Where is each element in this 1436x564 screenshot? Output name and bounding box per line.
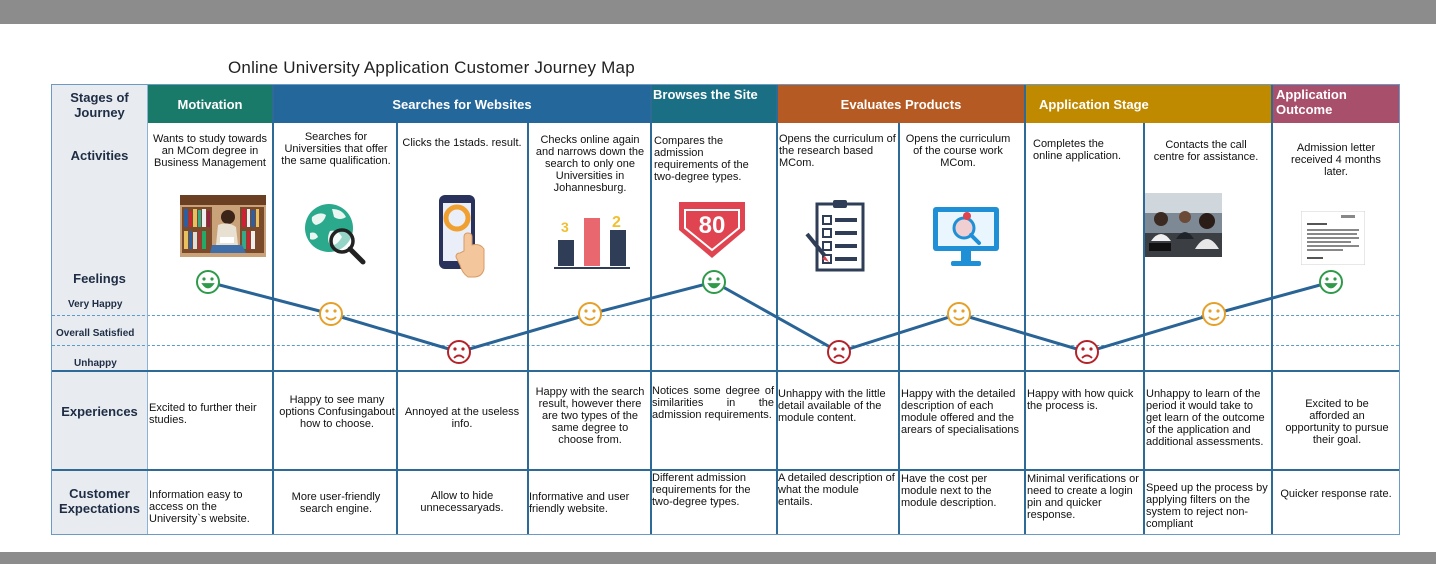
stage-label: Application Outcome (1276, 87, 1347, 117)
stage-header-browses: Browses the Site (650, 85, 776, 123)
row-label-experiences: Experiences (61, 403, 138, 419)
chart-number-left: 3 (561, 219, 569, 235)
unhappy-face-icon (447, 340, 471, 364)
column-divider (1024, 85, 1026, 534)
column-divider (1271, 85, 1273, 534)
expectation-text: Have the cost per module next to the mod… (901, 473, 997, 509)
row-label-activities: Activities (70, 147, 129, 163)
activity-text: Clicks the 1stads. result. (402, 137, 522, 149)
unhappy-face-icon (1075, 340, 1099, 364)
activity-text: Checks online again and narrows down the… (535, 134, 645, 194)
stage-header-application: Application Stage (1025, 85, 1271, 123)
column-divider (650, 85, 652, 534)
experience-text: Excited to be afforded an opportunity to… (1285, 398, 1389, 446)
experience-text: Happy to see many options Confusingabout… (279, 394, 395, 430)
stage-header-outcome: Application Outcome (1273, 85, 1399, 123)
satisfied-face-icon (947, 302, 971, 326)
feelings-line (207, 280, 1332, 354)
expectation-text: Different admission requirements for the… (652, 472, 751, 508)
top-bar (0, 0, 1436, 24)
satisfied-face-icon (319, 302, 343, 326)
row-divider (52, 469, 1399, 471)
stage-label: Application Stage (1039, 96, 1149, 112)
globe-search-icon (305, 204, 366, 265)
very-happy-face-icon (196, 270, 220, 294)
feeling-label-very-happy: Very Happy (68, 299, 123, 310)
activity-text: Searches for Universities that offer the… (281, 131, 391, 167)
smartphone-touch-icon (439, 195, 485, 278)
chart-number-right: 2 (612, 214, 621, 231)
experience-text: Happy with the detailed description of e… (901, 388, 1020, 436)
experience-text: Unhappy with the little detail available… (778, 388, 886, 424)
satisfied-face-icon (578, 302, 602, 326)
activity-text: Contacts the call centre for assistance. (1153, 139, 1259, 163)
student-reading-photo (180, 195, 266, 257)
journey-grid (51, 84, 1400, 535)
overall-satisfied-guide (52, 315, 1399, 316)
expectation-text: Speed up the process by applying filters… (1146, 482, 1268, 530)
bar-chart-icon: 3 2 (554, 214, 630, 269)
expectation-text: More user-friendly search engine. (291, 491, 381, 515)
expectation-text: Minimal verifications or need to create … (1027, 473, 1139, 521)
checklist-clipboard-icon (805, 200, 865, 272)
row-divider (52, 370, 1399, 372)
expectation-text: Informative and user friendly website. (529, 491, 630, 515)
activity-text: Opens the curriculum of the research bas… (779, 133, 896, 169)
experience-text: Happy with how quick the process is. (1027, 388, 1134, 412)
label-column (52, 85, 147, 534)
stage-header-evaluates: Evaluates Products (778, 85, 1024, 123)
activity-text: Opens the curriculum of the course work … (905, 133, 1011, 169)
feeling-label-unhappy: Unhappy (74, 358, 117, 369)
satisfied-face-icon (1202, 302, 1226, 326)
activity-text: Admission letter received 4 months later… (1291, 142, 1381, 178)
bottom-bar (0, 552, 1436, 564)
experience-text: Happy with the search result, however th… (535, 386, 645, 446)
very-happy-face-icon (1319, 270, 1343, 294)
expectation-text: Information easy to access on the Univer… (149, 489, 250, 525)
stage-label: Evaluates Products (840, 96, 962, 112)
page-title: Online University Application Customer J… (228, 58, 635, 77)
score-arrow-icon: 80 (679, 202, 745, 258)
call-centre-photo (1145, 193, 1222, 257)
experience-text: Notices some degree of similarities in t… (652, 385, 774, 421)
experience-text: Unhappy to learn of the period it would … (1146, 388, 1265, 448)
column-divider (527, 123, 529, 534)
column-divider (272, 85, 274, 534)
activity-text: Completes the online application. (1033, 138, 1122, 162)
stage-header-motivation: Motivation (148, 85, 272, 123)
column-divider (396, 123, 398, 534)
stage-header-searches: Searches for Websites (274, 85, 650, 123)
expectation-text: Quicker response rate. (1280, 488, 1392, 500)
expectation-text: A detailed description of what the modul… (778, 472, 895, 508)
stage-label: Browses the Site (653, 87, 758, 102)
row-label-stages: Stages of Journey (70, 90, 129, 120)
very-happy-face-icon (702, 270, 726, 294)
column-divider (776, 85, 778, 534)
experience-text: Excited to further their studies. (149, 402, 257, 426)
score-text: 80 (699, 212, 726, 239)
row-label-feelings: Feelings (73, 270, 126, 286)
stage-label: Searches for Websites (392, 96, 532, 112)
expectation-text: Allow to hide unnecessaryads. (420, 490, 504, 514)
monitor-search-icon (933, 207, 999, 266)
stage-label: Motivation (177, 96, 243, 112)
column-divider (898, 123, 900, 534)
activity-text: Wants to study towards an MCom degree in… (153, 133, 267, 169)
feeling-label-overall-satisfied: Overall Satisfied (56, 328, 135, 339)
admission-letter-icon (1301, 211, 1365, 265)
row-label-expectations: Customer Expectations (59, 486, 140, 516)
activity-text: Compares the admission requirements of t… (654, 135, 749, 183)
unhappy-face-icon (827, 340, 851, 364)
unhappy-guide (52, 345, 1399, 346)
experience-text: Annoyed at the useless info. (404, 406, 520, 430)
column-divider (147, 85, 148, 534)
column-divider (1143, 123, 1145, 534)
